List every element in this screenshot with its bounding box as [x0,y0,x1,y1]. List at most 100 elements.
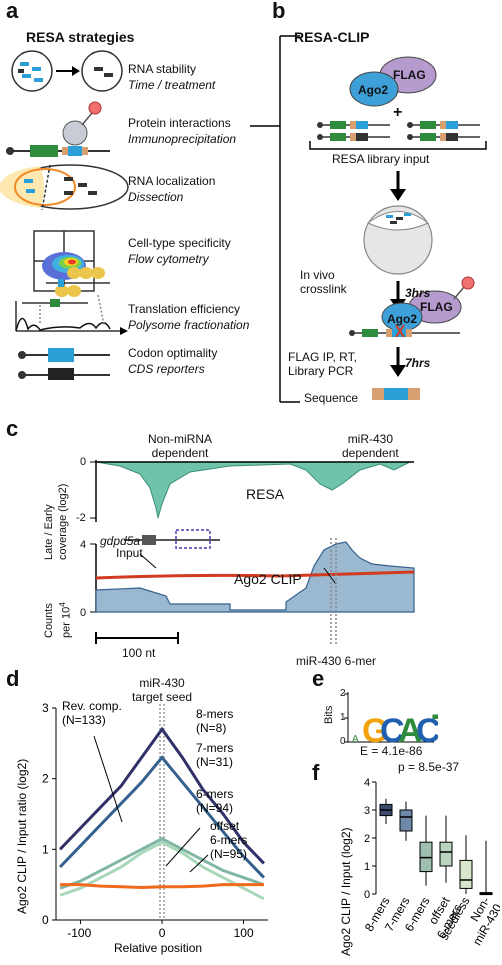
motif-t1: T [432,707,438,751]
coverage-track [90,460,414,549]
ago2-label-2: Ago2 [387,312,417,326]
motif-c1: C [380,712,405,750]
item-1-sub: Immunoprecipitation [128,132,237,146]
d-series-line-0 [58,726,266,865]
motif-g: G [362,712,388,750]
item-0-label: RNA stability [128,62,197,76]
d-seed-label: miR-430 target seed [132,676,193,704]
rna-stability-icon [11,50,123,92]
panel-b-letter: b [272,0,286,23]
f-pvalue: p = 8.5e-37 [398,760,460,774]
item-0-sub: Time / treatment [128,78,216,92]
d-ann-rev: Rev. comp.(N=133) [62,700,122,727]
item-5-label: Codon optimality [128,346,218,360]
d-ytick-label: 1 [42,842,49,856]
d-ylabel: Ago2 CLIP / Input ratio (log2) [15,759,29,914]
f-ytick-label: 4 [364,777,370,789]
clip-track [90,538,415,646]
motif-c2: C [416,712,438,750]
c-tick-bot-0: 0 [80,607,87,619]
d-series-line-3 [59,840,265,901]
c-tick-top-neg2: -2 [76,512,86,524]
motif-logo: A G C A C T [344,692,438,751]
line-chart-d: 0 1 2 3 -100 0 100 Rev. comp.(N=133) 8-mers(N=8)… [15,700,268,955]
motif-a-small: A [352,734,359,745]
flag-label-1: FLAG [393,68,426,82]
f-ytick-label: 1 [364,861,370,873]
f-box-3 [439,841,453,867]
codon-optimality-icon [18,348,110,380]
f-ytick-label: 0 [364,889,370,901]
panel-f-letter: f [312,760,320,785]
d-xtick-label: 100 [234,926,254,940]
item-1-label: Protein interactions [128,116,231,130]
resa-clip-diagram [309,56,487,400]
f-ylabel: Ago2 CLIP / Input (log2) [339,827,353,956]
item-3-label: Cell-type specificity [128,236,231,250]
f-ytick-label: 2 [364,833,370,845]
d-ann-8mer: 8-mers(N=8) [196,707,233,735]
d-xlabel: Relative position [114,941,202,955]
e-ytick-0: 0 [340,736,346,747]
c-ylabel-top: Late / Early coverage (log2) [43,483,69,560]
panel-d-letter: d [6,666,20,691]
f-ytick-label: 3 [364,805,370,817]
c-ylabel-bottom: Counts per 104 [43,602,73,638]
d-series-line-2 [59,837,265,890]
d-ytick-label: 3 [42,701,49,715]
f-box-1 [399,809,413,832]
d-ytick-label: 0 [42,913,49,927]
panel-c-letter: c [6,416,19,441]
time-7hrs: 7hrs [405,356,431,370]
library-input: RESA library input [332,152,430,166]
item-5-sub: CDS reporters [128,362,205,376]
e-evalue: E = 4.1e-86 [360,744,423,758]
panel-a-icons [0,50,129,380]
strategy-bracket [250,35,300,403]
c-ago2clip-label: Ago2 CLIP [234,571,302,587]
d-ytick-label: 2 [42,772,49,786]
d-ann-7mer: 7-mers(N=31) [196,741,233,769]
item-4-sub: Polysome fractionation [128,318,250,332]
item-2-label: RNA localization [128,174,216,188]
panel-e-letter: e [312,666,325,691]
d-xtick-label: -100 [67,926,91,940]
d-ann-rev-line [93,735,123,823]
item-3-sub: Flow cytometry [128,252,209,266]
c-mir430-6mer: miR-430 6-mer [296,654,377,668]
crosslink-step: In vivo crosslink [300,268,347,296]
f-box-4 [459,859,473,889]
d-ann-6mer-line [165,827,201,867]
panel-a-letter: a [6,0,19,23]
ip-steps: FLAG IP, RT, Library PCR [288,350,357,378]
d-series-line-4 [60,883,264,889]
panel-b-title: RESA-CLIP [294,29,370,45]
plus-sign: + [393,104,403,121]
c-resa-label: RESA [246,486,285,502]
box-chart-f: 012348-mers7-mers6-mersoffset6-mersseedl… [339,777,500,956]
motif-a: A [398,712,423,750]
c-tick-top-0: 0 [80,456,87,468]
e-ytick-2: 2 [340,688,346,699]
d-xtick-label: 0 [159,926,166,940]
e-ytick-1: 1 [340,712,346,723]
c-gene-label: gdpd5a [100,534,141,548]
rna-localization-icon [0,164,129,211]
e-ylabel: Bits [323,705,335,724]
c-tick-bot-4: 4 [80,539,87,551]
item-2-sub: Dissection [128,190,184,204]
c-scale-label: 100 nt [122,646,156,660]
d-series-line-1 [58,755,266,879]
time-3hrs: 3hrs [405,286,431,300]
c-input-label: Input [116,546,143,560]
polysome-icon [15,267,128,335]
ago2-label-1: Ago2 [358,83,388,97]
protein-interaction-icon [6,101,110,157]
label-mir430: miR-430 dependent [342,432,399,460]
sequence-step: Sequence [304,391,359,405]
panel-a-title: RESA strategies [26,29,135,45]
label-non-mirna: Non-miRNA dependent [148,432,213,460]
d-ann-6mer: 6-mers(N=94) [196,787,233,815]
item-4-label: Translation efficiency [128,302,241,316]
